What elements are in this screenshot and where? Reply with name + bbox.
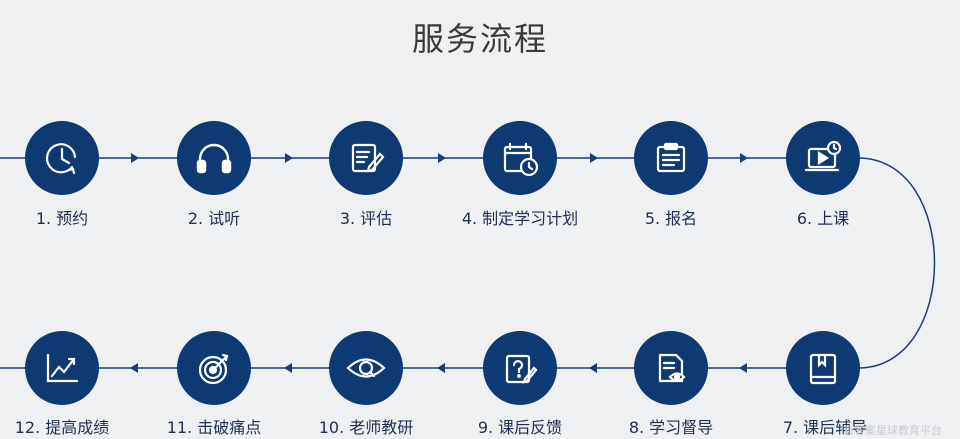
flow-arrow-right (438, 153, 446, 163)
step-11-label: 11. 击破痛点 (166, 418, 262, 437)
flow-arrow-left (589, 363, 597, 373)
clock-refresh-icon (45, 143, 77, 175)
step-10-circle (329, 331, 403, 405)
growth-chart-icon (46, 353, 79, 383)
flow-arrow-right (740, 153, 748, 163)
step-10-label: 10. 老师教研 (318, 418, 414, 437)
step-7-circle (786, 331, 860, 405)
step-3-circle (329, 121, 403, 195)
step-6-circle (786, 121, 860, 195)
step-12-label: 12. 提高成绩 (14, 418, 110, 437)
calendar-clock-icon (503, 142, 539, 177)
flow-arrow-right (285, 153, 293, 163)
video-lesson-icon (804, 140, 842, 172)
headphones-icon (196, 143, 232, 174)
step-5-label: 5. 报名 (644, 209, 698, 228)
step-4-circle (483, 121, 557, 195)
question-edit-icon (505, 354, 538, 384)
clipboard-icon (656, 142, 686, 173)
step-7-label: 7. 课后辅导 (782, 418, 868, 437)
target-icon (198, 353, 229, 385)
step-9-circle (483, 331, 557, 405)
flow-arrow-right (590, 153, 598, 163)
step-11-circle (177, 331, 251, 405)
step-4-label: 4. 制定学习计划 (461, 209, 579, 228)
step-2-circle (177, 121, 251, 195)
step-2-label: 2. 试听 (187, 209, 241, 228)
page-title: 服务流程 (411, 20, 548, 58)
flow-arrow-left (739, 363, 747, 373)
step-3-label: 3. 评估 (339, 209, 393, 228)
curve-connector (857, 157, 936, 369)
watermark: 看答案星球教育平台 (843, 424, 942, 437)
step-5-circle (634, 121, 708, 195)
flow-arrow-right (131, 153, 139, 163)
flow-arrow-left (437, 363, 445, 373)
step-9-label: 9. 课后反馈 (477, 418, 563, 437)
flow-arrow-left (284, 363, 292, 373)
edit-document-icon (351, 143, 385, 173)
book-icon (809, 353, 837, 385)
step-6-label: 6. 上课 (796, 209, 850, 228)
document-eye-icon (658, 353, 686, 383)
step-12-circle (25, 331, 99, 405)
eye-search-icon (346, 358, 386, 378)
step-1-label: 1. 预约 (35, 209, 89, 228)
step-8-circle (634, 331, 708, 405)
step-8-label: 8. 学习督导 (628, 418, 714, 437)
step-1-circle (25, 121, 99, 195)
flow-arrow-left (130, 363, 138, 373)
